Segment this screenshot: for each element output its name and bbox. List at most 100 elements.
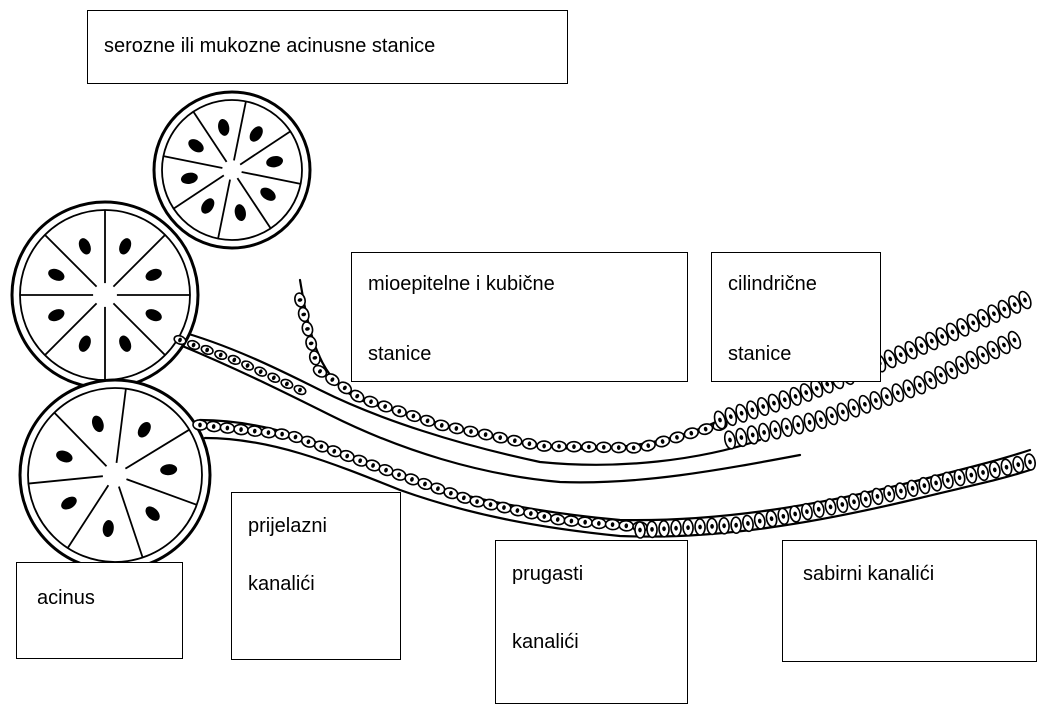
duct-cell — [906, 479, 919, 497]
duct-cell — [469, 495, 485, 508]
duct-cell — [976, 464, 989, 482]
duct-cell — [753, 512, 766, 530]
label-acinar-cells-text: serozne ili mukozne acinusne stanice — [104, 35, 435, 58]
label-myoepithelial-line2: stanice — [368, 343, 431, 366]
duct-cell — [483, 498, 499, 511]
duct-cell — [1023, 453, 1036, 471]
duct-cell — [723, 430, 737, 450]
duct-cell — [800, 503, 813, 521]
duct-cell — [791, 415, 805, 435]
duct-cell — [605, 519, 620, 530]
duct-cell — [564, 515, 579, 526]
label-striated-ducts: prugasti kanalići — [495, 540, 688, 704]
duct-cell — [552, 441, 566, 451]
duct-cell — [391, 404, 407, 418]
duct-cell — [953, 469, 966, 487]
duct-cell — [463, 425, 479, 438]
duct-cell — [234, 424, 249, 435]
duct-cell — [280, 378, 294, 390]
duct-cell — [669, 431, 685, 444]
duct-cell — [301, 321, 314, 337]
duct-cell — [192, 419, 207, 430]
duct-cell — [683, 427, 699, 440]
duct-cell — [647, 521, 658, 537]
duct-cell — [492, 431, 508, 444]
duct-cell — [247, 425, 262, 436]
duct-cell — [735, 428, 749, 448]
duct-cell — [765, 510, 778, 528]
acinus-bottom — [20, 380, 210, 570]
label-myoepithelial-cells: mioepitelne i kubične stanice — [351, 252, 688, 382]
duct-cell — [537, 441, 551, 451]
label-columnar-line1: cilindrične — [728, 273, 817, 296]
label-acinus: acinus — [16, 562, 183, 659]
label-acinus-text: acinus — [37, 587, 95, 610]
duct-cell — [297, 306, 310, 322]
label-collecting-text: sabirni kanalići — [803, 563, 934, 586]
duct-cell — [419, 414, 435, 428]
duct-cell — [731, 517, 742, 533]
duct-cell — [941, 471, 954, 489]
duct-cell — [1000, 458, 1013, 476]
duct-cell — [683, 519, 694, 535]
duct-cell — [405, 409, 421, 423]
duct-cell — [254, 365, 268, 377]
duct-cell — [836, 496, 849, 514]
label-acinar-cells: serozne ili mukozne acinusne stanice — [87, 10, 568, 84]
duct-cell — [812, 500, 825, 518]
label-intercalated-ducts: prijelazni kanalići — [231, 492, 401, 660]
duct-cell — [803, 412, 817, 432]
duct-cell — [789, 505, 802, 523]
duct-cell — [777, 508, 790, 526]
duct-cell — [659, 521, 670, 537]
duct-cell — [965, 466, 978, 484]
duct-cell — [1012, 456, 1025, 474]
label-myoepithelial-line1: mioepitelne i kubične — [368, 273, 555, 296]
duct-cell — [363, 395, 379, 409]
duct-cell — [582, 442, 596, 452]
label-columnar-cells: cilindrične stanice — [711, 252, 881, 382]
duct-cell — [824, 498, 837, 516]
duct-cell — [478, 428, 494, 441]
duct-cell — [612, 442, 626, 452]
duct-cell — [619, 520, 634, 531]
duct-cell — [509, 504, 525, 517]
duct-cell — [305, 335, 318, 351]
duct-cell — [671, 520, 682, 536]
duct-cell — [275, 428, 290, 439]
label-columnar-line2: stanice — [728, 343, 791, 366]
duct-cell — [894, 482, 907, 500]
duct-cell — [240, 359, 254, 371]
duct-cell — [293, 292, 306, 308]
duct-cell — [267, 372, 281, 384]
duct-cell — [741, 515, 754, 533]
duct-cell — [597, 442, 611, 452]
duct-cell — [780, 417, 794, 437]
duct-cell — [308, 350, 321, 366]
duct-cell — [377, 400, 393, 414]
duct-cell — [591, 518, 606, 529]
duct-cell — [227, 354, 241, 366]
label-intercalated-line2: kanalići — [248, 573, 315, 596]
duct-cell — [507, 434, 523, 447]
duct-cell — [261, 427, 276, 438]
duct-cell — [627, 443, 641, 453]
duct-cell — [550, 513, 566, 526]
duct-cell — [220, 422, 235, 433]
label-collecting-ducts: sabirni kanalići — [782, 540, 1037, 662]
duct-cell — [746, 425, 760, 445]
acinus-top — [154, 92, 310, 248]
duct-cell — [578, 517, 593, 528]
duct-cell — [988, 461, 1001, 479]
duct-cell — [206, 421, 221, 432]
label-intercalated-line1: prijelazni — [248, 515, 327, 538]
duct-cell — [214, 349, 228, 361]
label-striated-line1: prugasti — [512, 563, 583, 586]
duct-cell — [655, 435, 671, 448]
duct-cell — [769, 420, 783, 440]
duct-cell — [567, 442, 581, 452]
duct-cell — [434, 419, 450, 432]
duct-cell — [522, 437, 538, 450]
duct-cell — [859, 490, 872, 508]
duct-cell — [635, 522, 646, 538]
